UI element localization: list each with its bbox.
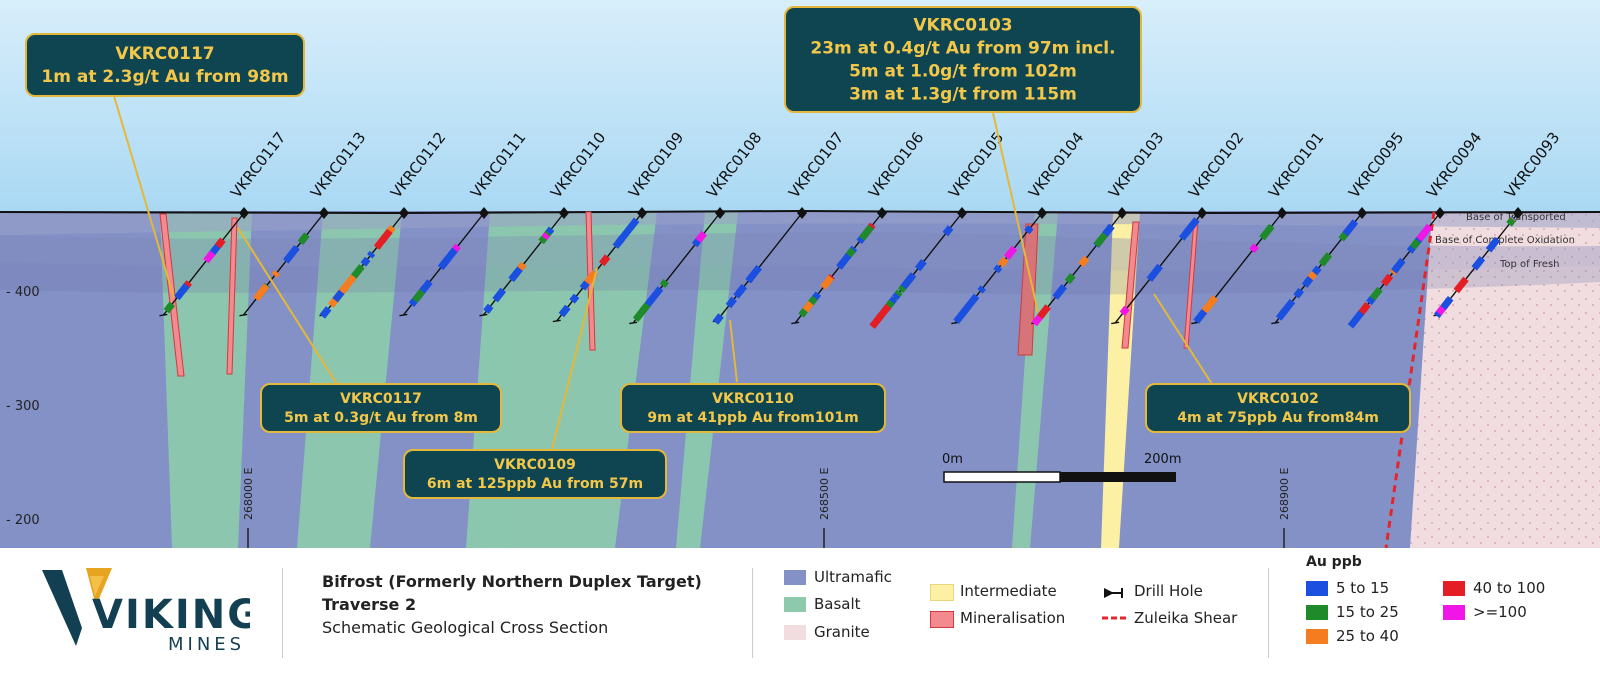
swatch-mineralisation: [930, 611, 954, 628]
drill-hole-symbol-icon: [1104, 588, 1123, 598]
horizon-label-oxidation: Base of Complete Oxidation: [1435, 235, 1575, 246]
callout-3-line-2: 5m at 0.3g/t Au from 8m: [284, 410, 478, 426]
scale-bar-start: 0m: [942, 452, 963, 467]
depth-label-200: - 200: [6, 513, 40, 528]
legend-divider-2: [752, 568, 753, 658]
legend-mineralisation: Mineralisation: [960, 609, 1066, 627]
logo-v-mark: [42, 570, 82, 646]
callout-2-line-4: 3m at 1.3g/t from 115m: [849, 84, 1077, 104]
swatch-basalt: [784, 597, 806, 612]
title-line-2: Traverse 2: [322, 595, 417, 614]
horizon-label-transported: Base of Transported: [1466, 212, 1566, 223]
callout-1-line-1: VKRC0117: [115, 44, 214, 64]
logo-sub: MINES: [168, 634, 245, 652]
dashed-red-line-icon: [1102, 616, 1126, 620]
zuleika-shear: [1384, 211, 1436, 549]
legend: VIKING MINES Bifrost (Formerly Northern …: [0, 548, 1600, 681]
swatch-au-15-25: [1306, 605, 1328, 620]
legend-ultramafic: Ultramafic: [814, 568, 892, 586]
legend-au-25-40: 25 to 40: [1336, 627, 1399, 645]
logo-brand: VIKING: [92, 592, 250, 638]
legend-granite: Granite: [814, 623, 870, 641]
legend-intermediate: Intermediate: [960, 582, 1057, 600]
callout-6-line-2: 4m at 75ppb Au from84m: [1177, 410, 1379, 426]
legend-basalt: Basalt: [814, 595, 861, 613]
title-line-1: Bifrost (Formerly Northern Duplex Target…: [322, 572, 702, 591]
swatch-granite: [784, 625, 806, 640]
scale-bar: 0m 200m: [942, 452, 1181, 483]
swatch-intermediate: [930, 584, 954, 601]
callout-2-line-1: VKRC0103: [913, 16, 1012, 36]
cross-section: Base of Transported Base of Complete Oxi…: [0, 0, 1600, 549]
fresh-layer: [0, 262, 1600, 295]
callout-5: VKRC0109 6m at 125ppb Au from 57m: [403, 449, 667, 499]
callout-4-line-2: 9m at 41ppb Au from101m: [647, 410, 858, 426]
callout-6-line-1: VKRC0102: [1237, 391, 1319, 407]
legend-au-100: >=100: [1473, 603, 1527, 621]
scale-bar-end: 200m: [1144, 452, 1181, 467]
legend-au-15-25: 15 to 25: [1336, 603, 1399, 621]
callout-1: VKRC0117 1m at 2.3g/t Au from 98m: [25, 33, 305, 97]
ultramafic-unit: [0, 211, 1600, 548]
legend-au-5-15: 5 to 15: [1336, 579, 1390, 597]
depth-label-400: - 400: [6, 285, 40, 300]
legend-zuleika-shear: Zuleika Shear: [1134, 609, 1238, 627]
mineralisation-zones: [159, 211, 1199, 377]
callout-5-line-2: 6m at 125ppb Au from 57m: [427, 476, 643, 492]
legend-divider-3: [1268, 568, 1269, 658]
legend-drill-hole: Drill Hole: [1134, 582, 1203, 600]
easting-label-268500: 268500 E: [818, 468, 831, 520]
depth-label-300: - 300: [6, 399, 40, 414]
au-title: Au ppb: [1306, 554, 1362, 570]
callout-2-line-3: 5m at 1.0g/t from 102m: [849, 62, 1077, 82]
callout-4: VKRC0110 9m at 41ppb Au from101m: [620, 383, 886, 433]
granite-unit: [1410, 212, 1600, 548]
legend-au-40-100: 40 to 100: [1473, 579, 1546, 597]
easting-label-268000: 268000 E: [242, 468, 255, 520]
swatch-ultramafic: [784, 570, 806, 585]
easting-label-268900: 268900 E: [1278, 468, 1291, 520]
easting-ticks: [247, 528, 1285, 548]
callout-2-line-2: 23m at 0.4g/t Au from 97m incl.: [810, 39, 1115, 59]
title-line-3: Schematic Geological Cross Section: [322, 618, 609, 637]
callout-2: VKRC0103 23m at 0.4g/t Au from 97m incl. 5…: [784, 6, 1142, 113]
swatch-au-25-40: [1306, 629, 1328, 644]
legend-divider: [282, 568, 283, 658]
viking-logo: VIKING MINES: [40, 562, 260, 655]
callout-3: VKRC0117 5m at 0.3g/t Au from 8m: [260, 383, 502, 433]
swatch-au-100: [1443, 605, 1465, 620]
horizon-label-fresh: Top of Fresh: [1499, 259, 1560, 270]
callouts: VKRC0117 1m at 2.3g/t Au from 98m VKRC0103…: [25, 6, 1411, 499]
swatch-au-40-100: [1443, 581, 1465, 596]
callout-5-line-1: VKRC0109: [494, 457, 576, 473]
callout-3-line-1: VKRC0117: [340, 391, 422, 407]
swatch-au-5-15: [1306, 581, 1328, 596]
oxidation-layer: [0, 232, 1600, 271]
callout-1-line-2: 1m at 2.3g/t Au from 98m: [41, 67, 288, 87]
callout-4-line-1: VKRC0110: [712, 391, 794, 407]
callout-6: VKRC0102 4m at 75ppb Au from84m: [1145, 383, 1411, 433]
callout-leaders: [113, 95, 1213, 451]
